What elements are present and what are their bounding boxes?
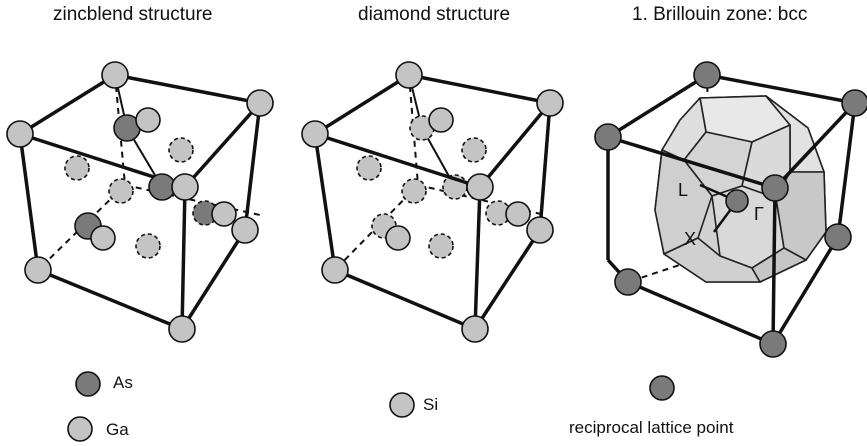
diamond-cell	[301, 61, 564, 343]
zincblende-cell	[6, 61, 274, 343]
legend-si-label: Si	[423, 395, 439, 414]
diamond-frame	[313, 73, 552, 331]
brillouin-cell: L X Γ	[594, 61, 867, 358]
zincblende-bonds	[89, 74, 163, 238]
brillouin-frame-front	[607, 101, 857, 345]
legend-as-marker	[75, 371, 101, 397]
legend-si-marker	[389, 392, 415, 418]
zincblende-frame	[18, 73, 262, 331]
legend-ga-label: Ga	[106, 420, 129, 439]
brillouin-title: 1. Brillouin zone: bcc	[632, 4, 808, 25]
legend-reciprocal-label: reciprocal lattice point	[569, 418, 734, 437]
label-gamma-point: Γ	[754, 204, 764, 224]
zincblende-hidden-atoms	[64, 137, 218, 259]
diamond-bonds	[383, 74, 456, 238]
diamond-title: diamond structure	[358, 4, 511, 25]
legend-markers	[67, 371, 675, 442]
label-x-point: X	[684, 229, 696, 249]
gamma-point	[725, 189, 749, 213]
zincblende-atoms	[6, 61, 274, 343]
brillouin-zone-polyhedron	[654, 95, 827, 283]
diamond-atoms	[301, 61, 564, 343]
reciprocal-lattice-points	[594, 61, 867, 358]
zincblende-title: zincblend structure	[53, 4, 213, 25]
legend-as-label: As	[113, 373, 133, 392]
legend-ga-marker	[67, 416, 93, 442]
label-l-point: L	[678, 180, 688, 200]
legend-reciprocal-marker	[649, 375, 675, 401]
